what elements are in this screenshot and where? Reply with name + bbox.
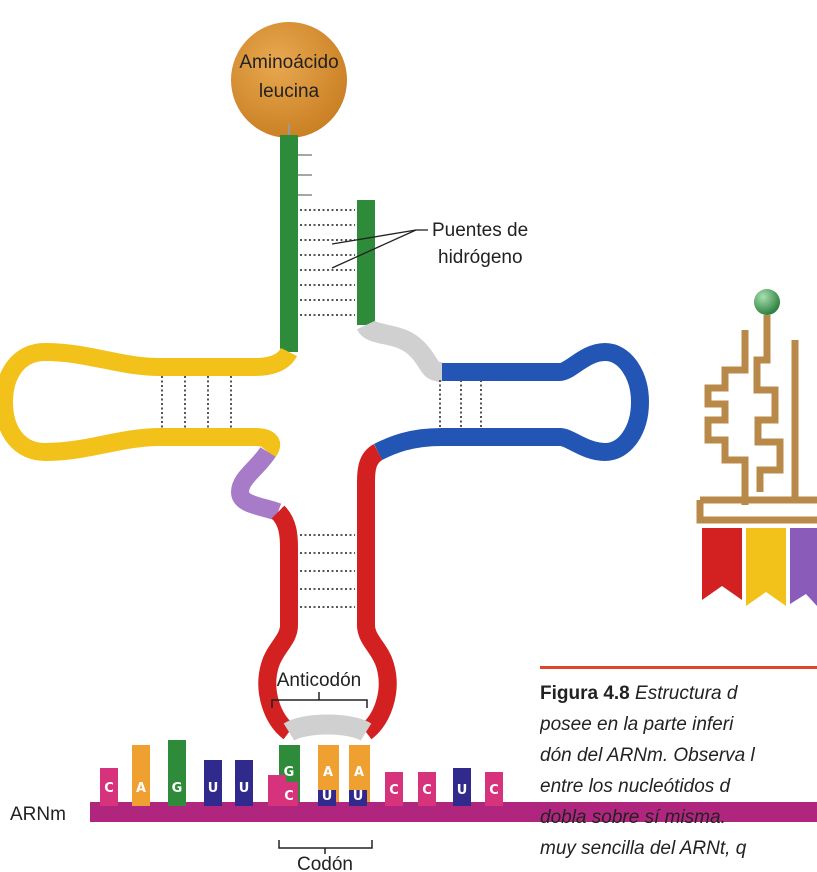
caption-line-2: posee en la parte inferi bbox=[540, 714, 734, 735]
amino-acid-label-1: Aminoácido bbox=[239, 52, 338, 73]
caption-line-6: muy sencilla del ARNt, q bbox=[540, 838, 747, 859]
caption-figure-number: Figura 4.8 bbox=[540, 683, 630, 704]
anticodon-label: Anticodón bbox=[277, 670, 362, 691]
mrna-base-4: U bbox=[208, 781, 219, 796]
anticodon-arm bbox=[258, 444, 397, 741]
mrna-base-7: C bbox=[255, 789, 265, 804]
mrna-base-8: U bbox=[322, 789, 333, 804]
mrna-label: ARNm bbox=[10, 804, 66, 825]
variable-loop bbox=[230, 446, 282, 521]
caption-line-4: entre los nucleótidos d bbox=[540, 776, 731, 797]
hbond-label-1: Puentes de bbox=[432, 220, 528, 241]
hbond-callout: Puentes de hidrógeno bbox=[331, 220, 528, 269]
amino-acid: Aminoácido leucina bbox=[231, 22, 347, 138]
codon-label: Codón bbox=[297, 854, 353, 872]
acceptor-hbonds bbox=[300, 209, 355, 316]
t-arm bbox=[373, 342, 650, 462]
mrna-base-6: C bbox=[284, 789, 294, 804]
acceptor-stem bbox=[280, 135, 375, 352]
mrna-strand: C A G U U C C U U C C U C ARNm bbox=[10, 740, 817, 825]
caption-line-5: dobla sobre sí misma. bbox=[540, 807, 726, 828]
caption-line-1: Estructura d bbox=[635, 683, 738, 704]
hbond-label-2: hidrógeno bbox=[438, 247, 523, 268]
d-arm bbox=[0, 342, 298, 462]
mrna-nucleotides bbox=[100, 740, 503, 806]
codon-label-group: Codón bbox=[278, 840, 373, 872]
mrna-base-13: C bbox=[489, 783, 499, 798]
caption-text: Figura 4.8 Estructura d posee en la part… bbox=[540, 678, 817, 864]
anticodon-label-group: Anticodón bbox=[271, 670, 368, 708]
caption-line-3: dón del ARNm. Observa l bbox=[540, 745, 755, 766]
mrna-base-2: A bbox=[136, 781, 146, 796]
connector-acceptor-t bbox=[356, 318, 443, 382]
anticodon-base-3: A bbox=[354, 765, 364, 780]
anticodon-base-2: A bbox=[323, 765, 333, 780]
figure-caption: Figura 4.8 Estructura d posee en la part… bbox=[540, 666, 817, 872]
anticodon-base-1: G bbox=[284, 765, 295, 780]
mrna-base-1: C bbox=[104, 781, 114, 796]
mrna-base-10: C bbox=[389, 783, 399, 798]
simplified-trna bbox=[696, 289, 817, 606]
simplified-amino-ball bbox=[754, 289, 780, 315]
mrna-base-11: C bbox=[422, 783, 432, 798]
mrna-base-3: G bbox=[172, 781, 183, 796]
caption-rule bbox=[540, 666, 817, 669]
mrna-base-9: U bbox=[353, 789, 364, 804]
amino-acid-label-2: leucina bbox=[259, 81, 320, 102]
mrna-base-12: U bbox=[457, 783, 468, 798]
mrna-base-5: U bbox=[239, 781, 250, 796]
